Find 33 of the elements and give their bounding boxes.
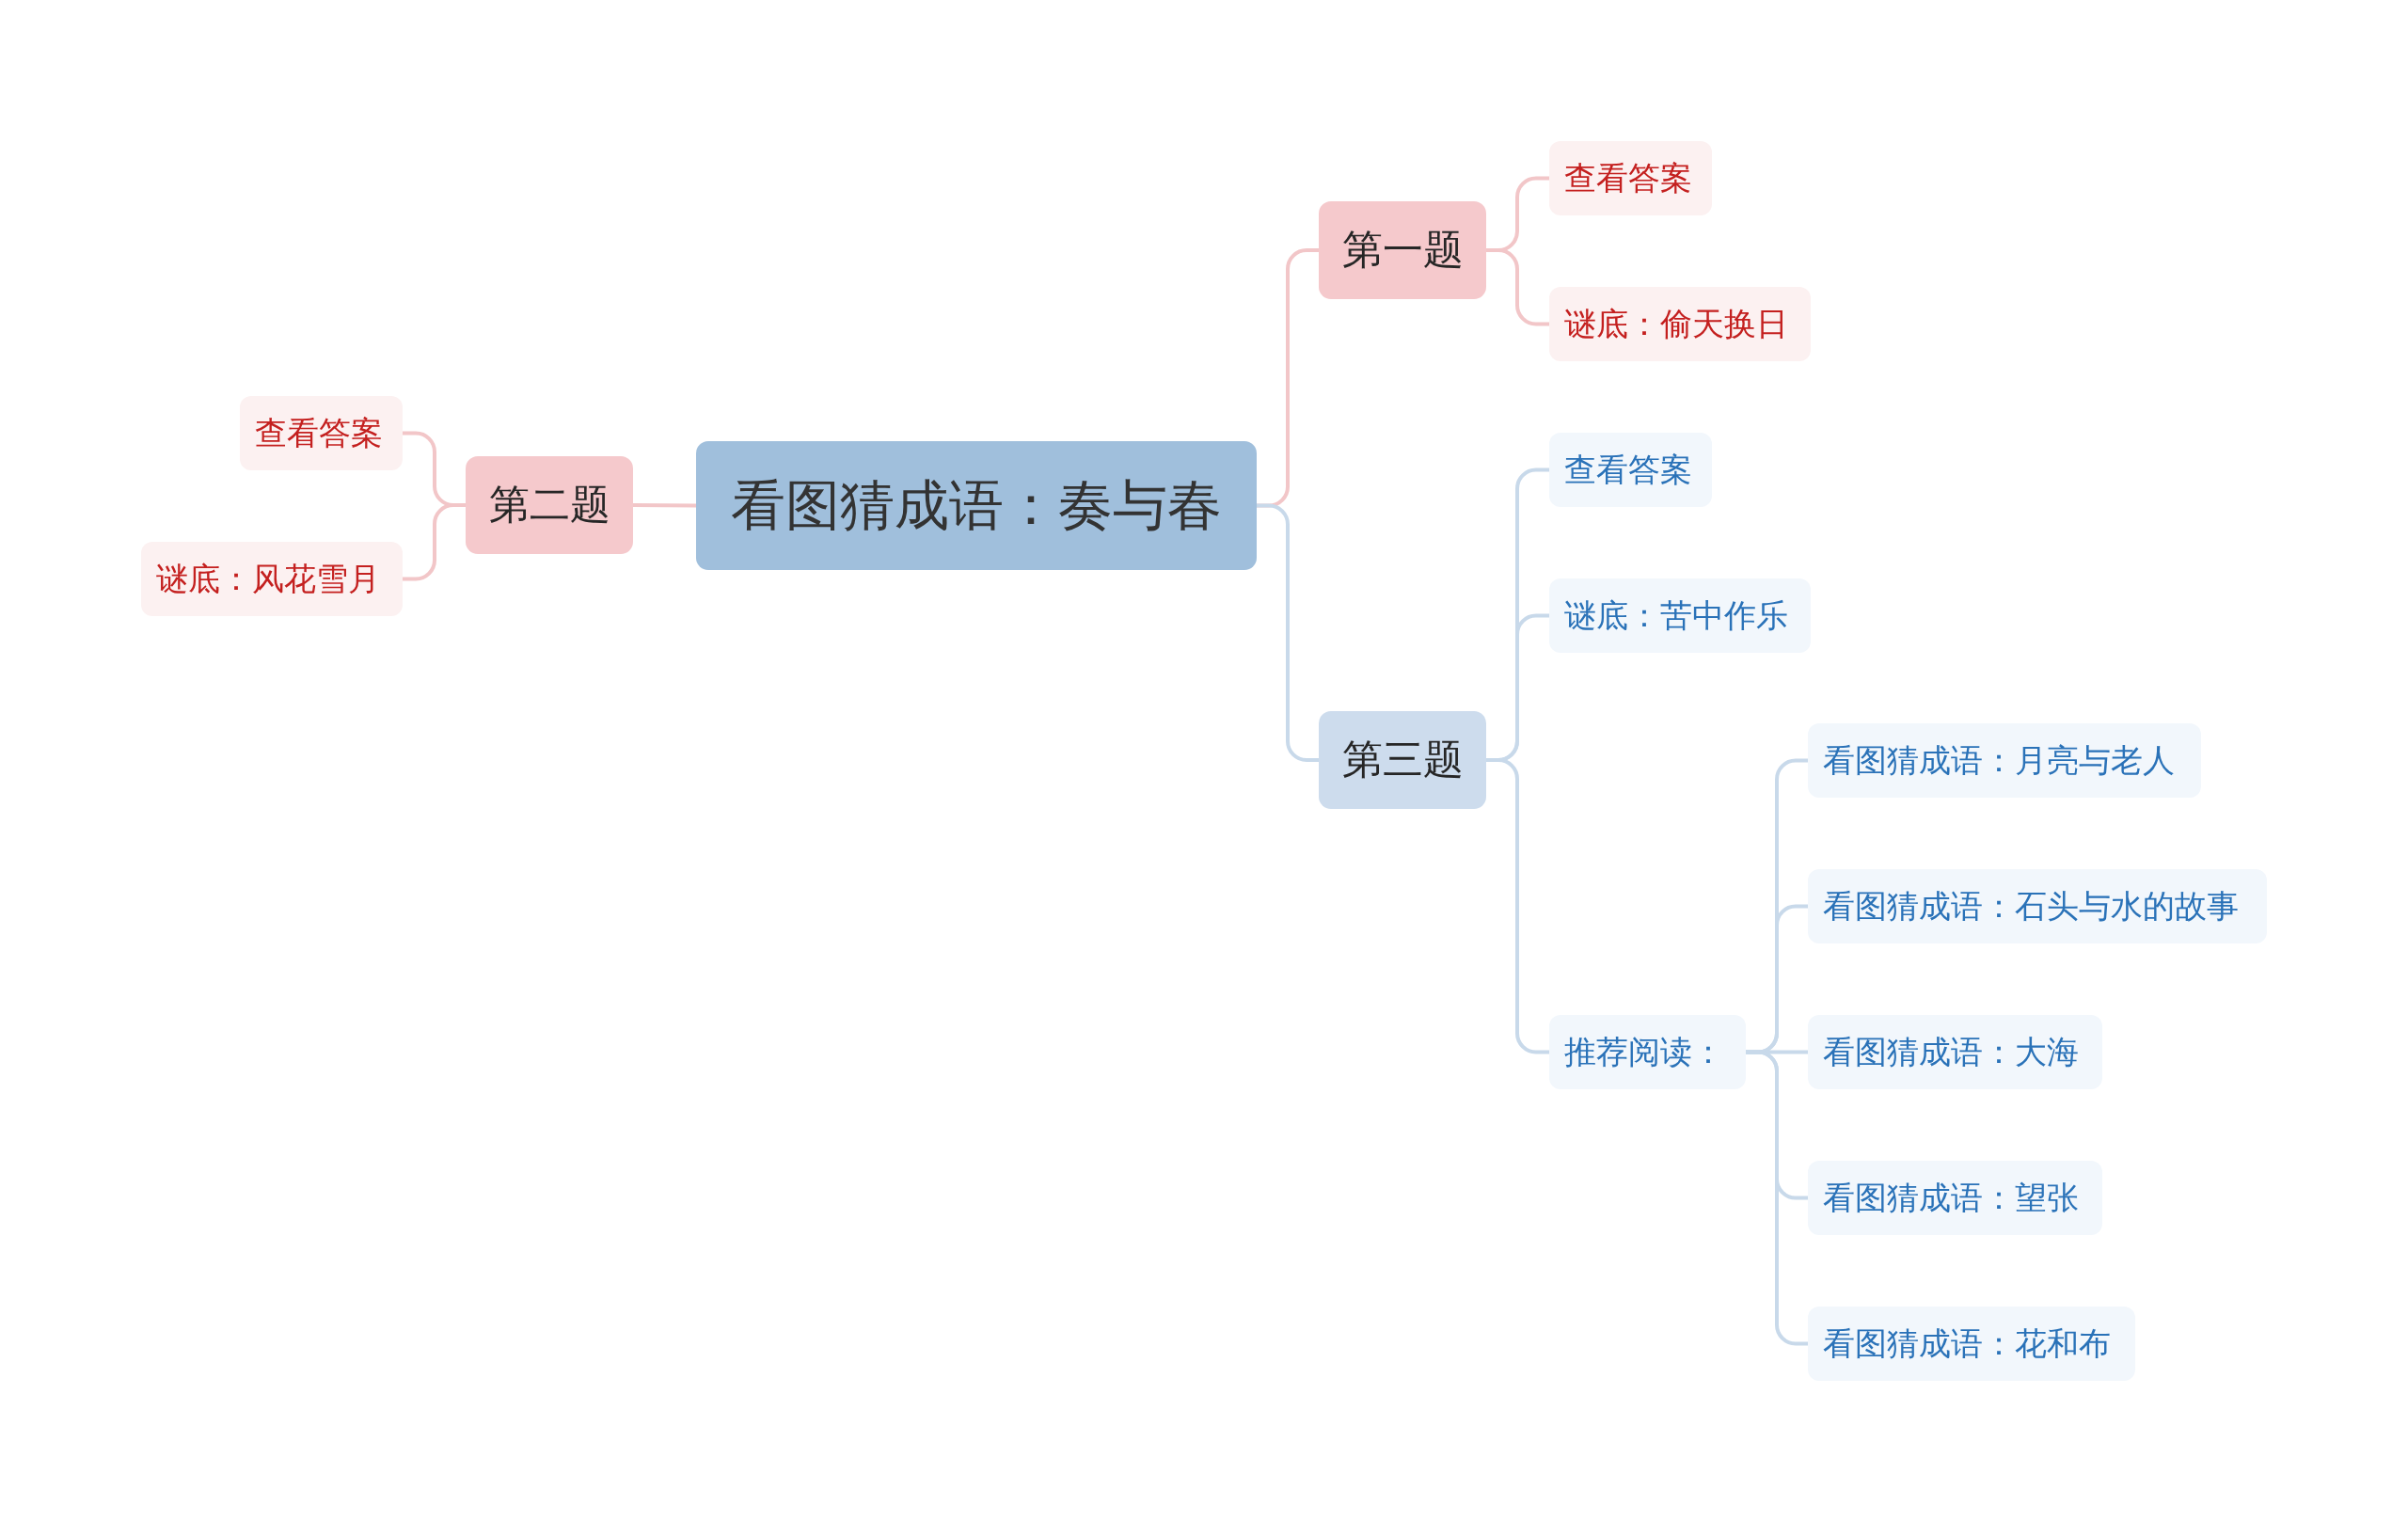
topic-text: 第二题 [488,480,610,530]
subtopic [1549,433,1712,507]
topic-text: 谜底：风花雪月 [156,558,380,599]
topic-text: 看图猜成语：月亮与老人 [1823,739,2175,781]
main-topic [1319,711,1486,809]
topic-text: 看图猜成语：花和布 [1823,1323,2111,1364]
subtopic [141,542,403,616]
subtopic [1808,723,2201,798]
topic-text: 谜底：苦中作乐 [1564,594,1788,636]
topic-text: 谜底：偷天换日 [1564,303,1788,344]
subtopic [1549,287,1811,361]
subtopic [1549,578,1811,653]
topic-text: 查看答案 [1564,157,1692,198]
main-topic [1319,201,1486,299]
subtopic [1549,1015,1746,1089]
subtopic [1808,1307,2135,1381]
central-topic [696,441,1257,570]
subtopic [1549,141,1712,215]
connector-line [633,503,696,508]
topic-text: 推荐阅读： [1564,1031,1724,1072]
subtopic [1808,1161,2102,1235]
topic-text: 看图猜成语：大海 [1823,1031,2079,1072]
topic-text: 查看答案 [255,412,383,453]
subtopic [1808,1015,2102,1089]
topic-text: 第一题 [1341,225,1464,275]
subtopic [1808,869,2267,943]
topic-text: 第三题 [1341,735,1464,784]
topic-text: 查看答案 [1564,449,1692,490]
subtopic [240,396,403,470]
topic-text: 看图猜成语：望张 [1823,1177,2079,1218]
topic-text: 看图猜成语：石头与水的故事 [1823,885,2239,927]
main-topic [466,456,633,554]
topic-text: 看图猜成语：奏与春 [731,471,1222,539]
